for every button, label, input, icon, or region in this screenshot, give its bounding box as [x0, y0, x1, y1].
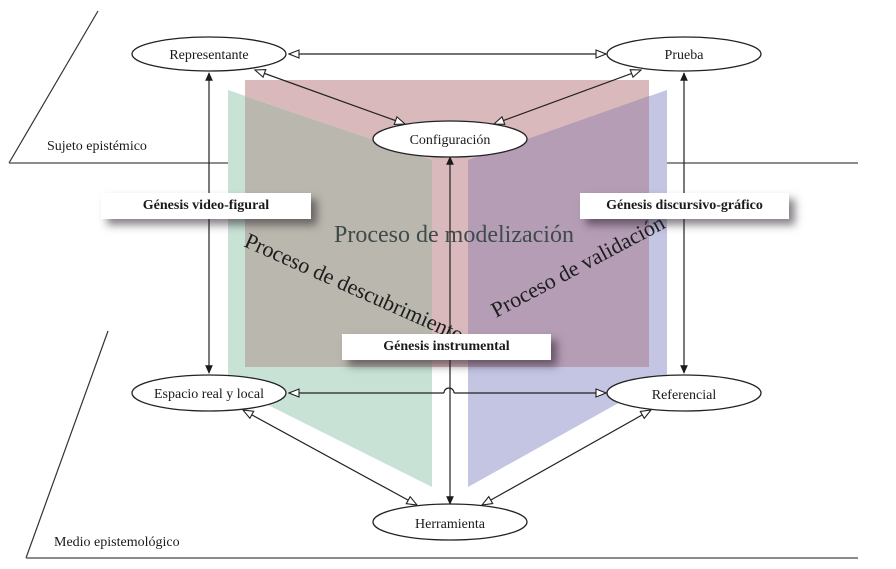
edge-espacio-herramienta	[243, 410, 417, 505]
genesis-video-figural: Génesis video-figural	[101, 193, 311, 219]
edges	[205, 54, 688, 505]
node-prueba: Prueba	[606, 36, 762, 72]
plane-top-label: Sujeto epistémico	[47, 139, 147, 154]
plane-medio-epistemologico: Medio epistemológico	[25, 330, 858, 559]
node-espacio-label: Espacio real y local	[154, 387, 264, 402]
node-representante: Representante	[131, 36, 287, 72]
node-referencial-label: Referencial	[652, 388, 717, 403]
node-prueba-label: Prueba	[665, 48, 705, 63]
process-modelizacion-label: Proceso de modelización	[334, 222, 574, 248]
node-configuracion: Configuración	[372, 120, 528, 158]
edge-prueba-configuracion	[494, 70, 641, 124]
plane-bottom-slant	[25, 330, 109, 559]
node-herramienta-label: Herramienta	[415, 517, 486, 532]
node-referencial: Referencial	[606, 374, 762, 412]
node-configuracion-label: Configuración	[410, 133, 491, 148]
validacion-overlap	[468, 96, 649, 367]
plane-bottom-label: Medio epistemológico	[54, 535, 180, 550]
descubrimiento-overlap	[245, 96, 432, 367]
node-espacio: Espacio real y local	[131, 374, 287, 412]
node-representante-label: Representante	[169, 48, 248, 63]
edge-referencial-herramienta	[482, 410, 651, 505]
node-herramienta: Herramienta	[372, 503, 528, 541]
plane-top-slant	[8, 10, 99, 164]
edge-representante-configuracion	[255, 70, 405, 124]
genesis-instrumental: Génesis instrumental	[342, 334, 551, 360]
genesis-discursivo-grafico: Génesis discursivo-gráfico	[580, 193, 789, 219]
